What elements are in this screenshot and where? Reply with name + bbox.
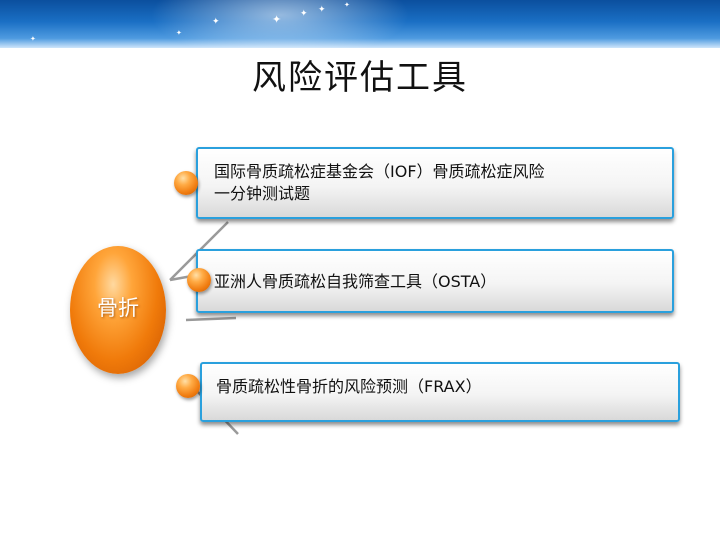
connector-line-mid-lower: [185, 316, 237, 322]
star-icon: ✦: [318, 5, 326, 15]
bullet-orb-icon: [187, 268, 211, 292]
banner-glow: [150, 0, 410, 48]
hub-label: 骨折: [97, 296, 139, 320]
star-icon: ✦: [300, 9, 308, 19]
star-icon: ✦: [272, 13, 282, 26]
tool-card-osta: 亚洲人骨质疏松自我筛查工具（OSTA）: [196, 249, 674, 313]
tool-card-osta-line1: 亚洲人骨质疏松自我筛查工具（OSTA）: [214, 272, 497, 291]
star-icon: ✦: [176, 29, 182, 37]
tool-card-iof: 国际骨质疏松症基金会（IOF）骨质疏松症风险 一分钟测试题: [196, 147, 674, 219]
fracture-hub: 骨折: [70, 246, 166, 374]
star-icon: ✦: [344, 1, 350, 9]
page-title: 风险评估工具: [252, 58, 468, 98]
tool-card-iof-line2: 一分钟测试题: [214, 184, 311, 203]
tool-card-frax-line1: 骨质疏松性骨折的风险预测（FRAX）: [216, 377, 482, 396]
bullet-orb-icon: [174, 171, 198, 195]
tool-card-frax: 骨质疏松性骨折的风险预测（FRAX）: [200, 362, 680, 422]
star-icon: ✦: [30, 35, 36, 43]
tool-card-iof-line1: 国际骨质疏松症基金会（IOF）骨质疏松症风险: [214, 162, 545, 181]
bullet-orb-icon: [176, 374, 200, 398]
top-banner: ✦ ✦ ✦ ✦ ✦ ✦ ✦: [0, 0, 720, 48]
star-icon: ✦: [212, 17, 220, 27]
